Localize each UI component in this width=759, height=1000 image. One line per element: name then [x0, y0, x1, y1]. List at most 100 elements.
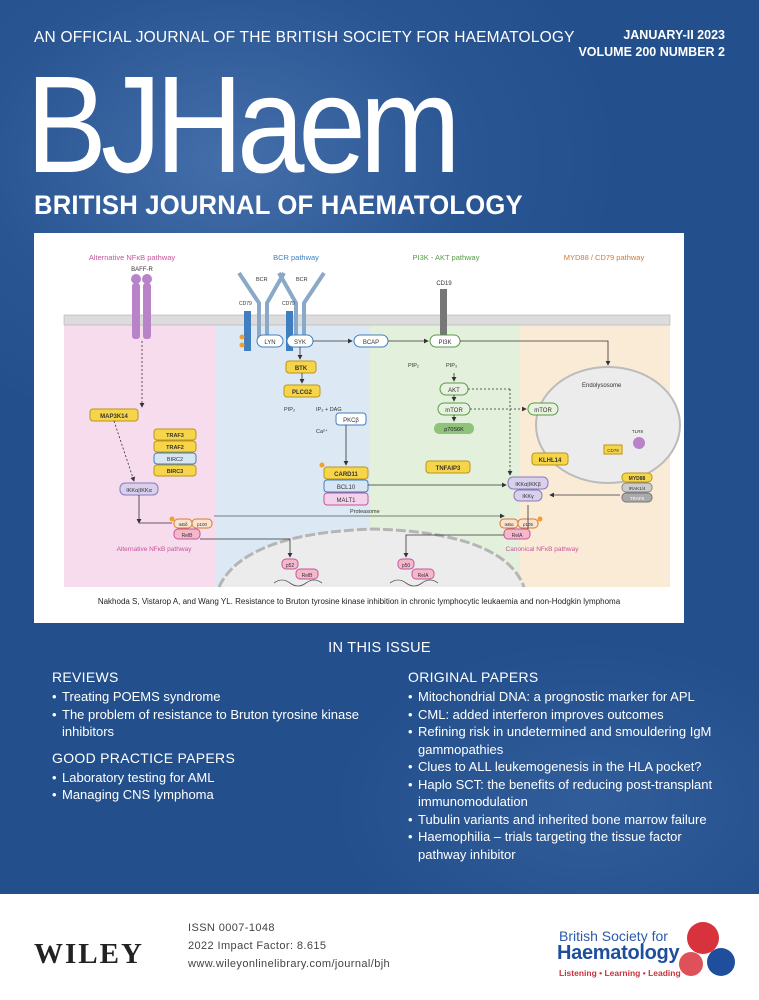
node-card11 [323, 466, 369, 480]
label-traf2: TRAF2 [166, 445, 184, 451]
node-traf2 [153, 440, 197, 453]
bsh-logo: British Society for Haematology Listenin… [557, 920, 737, 995]
tlr9-receptor [633, 437, 645, 449]
title-pi3k-akt: PI3K - AKT pathway [413, 253, 480, 262]
section-good-practice-title: GOOD PRACTICE PAPERS [52, 749, 236, 766]
pathway-arrows [113, 338, 620, 558]
label-ikkg: IKKγ [522, 494, 534, 500]
journal-full-name: BRITISH JOURNAL OF HAEMATOLOGY [34, 190, 523, 220]
node-tnfaip3 [425, 460, 471, 474]
bsh-small-dot-icon [679, 952, 703, 976]
endolysosome [535, 366, 681, 484]
label-ikba: IκBα [504, 522, 514, 527]
phospho-marker [239, 334, 245, 340]
baff-r-receptor [131, 274, 152, 339]
cd79-a-box [244, 311, 251, 351]
bsh-name-line1: British Society for [559, 928, 668, 944]
label-mtor-2: mTOR [534, 408, 552, 414]
node-klhl14 [531, 452, 569, 466]
cd19-receptor [440, 289, 447, 339]
label-cd79-endo: CD79 [607, 448, 619, 453]
volume-number: VOLUME 200 NUMBER 2 [578, 45, 725, 59]
bsh-name-line2: Haematology [557, 942, 680, 964]
bcr-receptors [237, 271, 326, 343]
label-akt: AKT [448, 388, 460, 394]
label-bcl10: BCL10 [337, 485, 356, 491]
cover-footer: WILEY ISSN 0007-1048 2022 Impact Factor:… [0, 894, 759, 1000]
cell-membrane [63, 314, 671, 326]
label-pip3: PIP₃ [446, 363, 457, 369]
label-ikbd: IκBδ [178, 522, 188, 527]
label-cd79-b: CD79 [282, 301, 295, 307]
label-map3k14: MAP3K14 [100, 414, 128, 420]
figure-caption: Nakhoda S, Vistarop A, and Wang YL. Resi… [97, 597, 621, 606]
node-bcl10 [323, 479, 369, 493]
node-p52 [281, 558, 299, 570]
list-item: Haplo SCT: the benefits of reducing post… [408, 776, 728, 811]
nucleus-membrane [217, 527, 526, 588]
phospho-marker [169, 516, 175, 522]
node-pkcb [335, 412, 367, 426]
cd79-b-box [286, 311, 293, 351]
list-item: Refining risk in undetermined and smould… [408, 723, 728, 758]
title-bcr: BCR pathway [273, 253, 319, 262]
node-birc3 [153, 464, 197, 477]
node-p70s6k [434, 423, 474, 434]
label-rela-nuclear: RelA [418, 573, 430, 579]
list-item: Haemophilia – trials targeting the tissu… [408, 828, 728, 863]
label-baff-r: BAFF-R [131, 267, 153, 273]
journal-info: ISSN 0007-1048 2022 Impact Factor: 8.615… [188, 919, 390, 973]
issue-date: JANUARY-II 2023 [623, 28, 725, 42]
label-pip2-b: PIP₂ [284, 407, 295, 413]
label-rela: RelA [512, 533, 524, 539]
label-bcr-2: BCR [296, 277, 308, 283]
label-p100: p100 [197, 522, 208, 527]
label-pi3k: PI3K [438, 340, 451, 346]
impact-factor: 2022 Impact Factor: 8.615 [188, 940, 327, 952]
label-irak: IRAK1/4 [629, 486, 646, 491]
label-endolysosome: Endolysosome [582, 383, 622, 389]
list-item: Laboratory testing for AML [52, 769, 372, 787]
publisher-logo: WILEY [34, 938, 144, 970]
list-item: Mitochondrial DNA: a prognostic marker f… [408, 688, 728, 706]
label-proteasome: Proteasome [350, 509, 380, 515]
node-relb-nuclear [295, 568, 319, 580]
journal-logo: BJHaem [26, 48, 461, 202]
label-traf3: TRAF3 [166, 433, 184, 439]
title-alternative-nfkb: Alternative NFκB pathway [89, 253, 176, 262]
original-papers-list: Mitochondrial DNA: a prognostic marker f… [408, 688, 728, 863]
journal-url[interactable]: www.wileyonlinelibrary.com/journal/bjh [188, 958, 391, 970]
label-relb: RelB [182, 533, 194, 539]
node-plcg2 [283, 384, 321, 398]
node-ikk-complex [507, 476, 549, 490]
node-malt1 [323, 492, 369, 506]
label-mtor-1: mTOR [445, 408, 463, 414]
issn: ISSN 0007-1048 [188, 922, 275, 934]
bsh-blue-dot-icon [707, 948, 735, 976]
list-item: Treating POEMS syndrome [52, 688, 372, 706]
section-original-papers-title: ORIGINAL PAPERS [408, 669, 539, 685]
label-calcium: Ca²⁺ [316, 428, 328, 435]
label-p52: p52 [286, 563, 295, 569]
good-practice-list: Laboratory testing for AML Managing CNS … [52, 769, 372, 804]
label-pkcb: PKCβ [343, 418, 359, 424]
phospho-marker [239, 342, 245, 348]
label-myd88: MYD88 [629, 476, 646, 482]
label-p50: p50 [402, 563, 411, 569]
label-cd19: CD19 [436, 281, 452, 287]
phospho-marker [537, 516, 543, 522]
label-p70s6k: p70S6K [444, 427, 464, 433]
journal-cover: AN OFFICIAL JOURNAL OF THE BRITISH SOCIE… [0, 0, 759, 894]
list-item: CML: added interferon improves outcomes [408, 706, 728, 724]
label-card11: CARD11 [334, 472, 358, 478]
contents-left-column: REVIEWS Treating POEMS syndrome The prob… [52, 668, 372, 810]
label-plcg2: PLCG2 [292, 390, 313, 396]
label-traf6: TRAF6 [630, 496, 645, 501]
label-ikk-complex: IKKα|IKKβ [515, 482, 541, 488]
label-bcap: BCAP [363, 340, 379, 346]
list-item: Clues to ALL leukemogenesis in the HLA p… [408, 758, 728, 776]
issue-info: JANUARY-II 2023 VOLUME 200 NUMBER 2 [578, 27, 725, 61]
list-item: The problem of resistance to Bruton tyro… [52, 706, 372, 741]
label-ikka-alt: IKKα|IKKα [126, 488, 152, 494]
list-item: Tubulin variants and inherited bone marr… [408, 811, 728, 829]
